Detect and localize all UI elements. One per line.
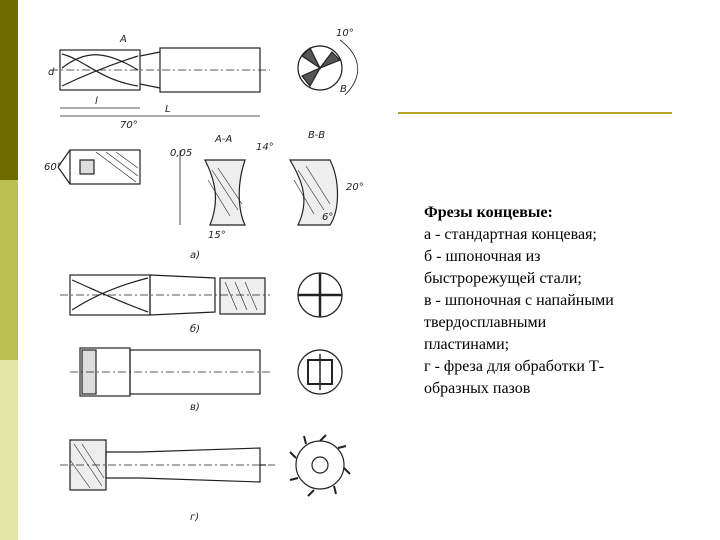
figure-c-side-view	[70, 347, 343, 397]
angle-top-label: 10°	[336, 28, 354, 39]
figure-a-end-view: 10° B	[297, 28, 359, 96]
accent-bar-bottom	[0, 360, 18, 540]
mark-a-label: A	[119, 34, 127, 45]
accent-bar-top	[0, 0, 18, 180]
figure-label-b: б)	[190, 323, 200, 335]
caption-item: образных пазов	[424, 380, 531, 397]
caption-item: пластинами;	[424, 336, 510, 353]
mark-b-label: B	[340, 84, 347, 95]
angle-60-label: 60°	[44, 162, 62, 173]
dim-005-label: 0,05	[170, 148, 192, 159]
caption-item: в - шпоночная с напайными	[424, 292, 614, 309]
caption-block: Фрезы концевые: а - стандартная концевая…	[424, 202, 674, 400]
title-divider-line	[398, 112, 672, 114]
end-mill-technical-drawing: l L d A 10° B 70° 60°	[40, 20, 380, 535]
angle-70-label: 70°	[120, 120, 138, 131]
angle-14-label: 14°	[256, 142, 274, 153]
section-aa-label: A-A	[214, 134, 232, 145]
figure-g-side-view	[60, 434, 351, 497]
figure-label-a: а)	[190, 250, 200, 261]
figure-a-side-view: l L d A	[48, 34, 270, 117]
dim-L-label: L	[165, 104, 171, 115]
caption-title: Фрезы концевые:	[424, 204, 553, 221]
figure-label-g: г)	[190, 512, 199, 523]
caption-item: б - шпоночная из	[424, 248, 541, 265]
angle-20-label: 20°	[346, 182, 364, 193]
caption-item: г - фреза для обработки Т-	[424, 358, 605, 375]
figure-a-section-bb: B-B 20° 6°	[288, 130, 364, 226]
angle-6-label: 6°	[322, 212, 333, 223]
figure-b-side-view	[60, 272, 343, 318]
figure-a-tip-detail: 70° 60°	[44, 120, 141, 185]
caption-item: а - стандартная концевая;	[424, 226, 597, 243]
caption-item: быстрорежущей стали;	[424, 270, 582, 287]
dim-l-label: l	[95, 96, 98, 107]
figure-label-v: в)	[190, 402, 200, 413]
figure-a-section-aa: A-A 0,05 14° 15°	[170, 134, 274, 241]
caption-item: твердосплавными	[424, 314, 547, 331]
accent-bar-middle	[0, 180, 18, 360]
angle-15-label: 15°	[208, 230, 226, 241]
dim-d-label: d	[48, 67, 55, 78]
section-bb-label: B-B	[308, 130, 325, 141]
